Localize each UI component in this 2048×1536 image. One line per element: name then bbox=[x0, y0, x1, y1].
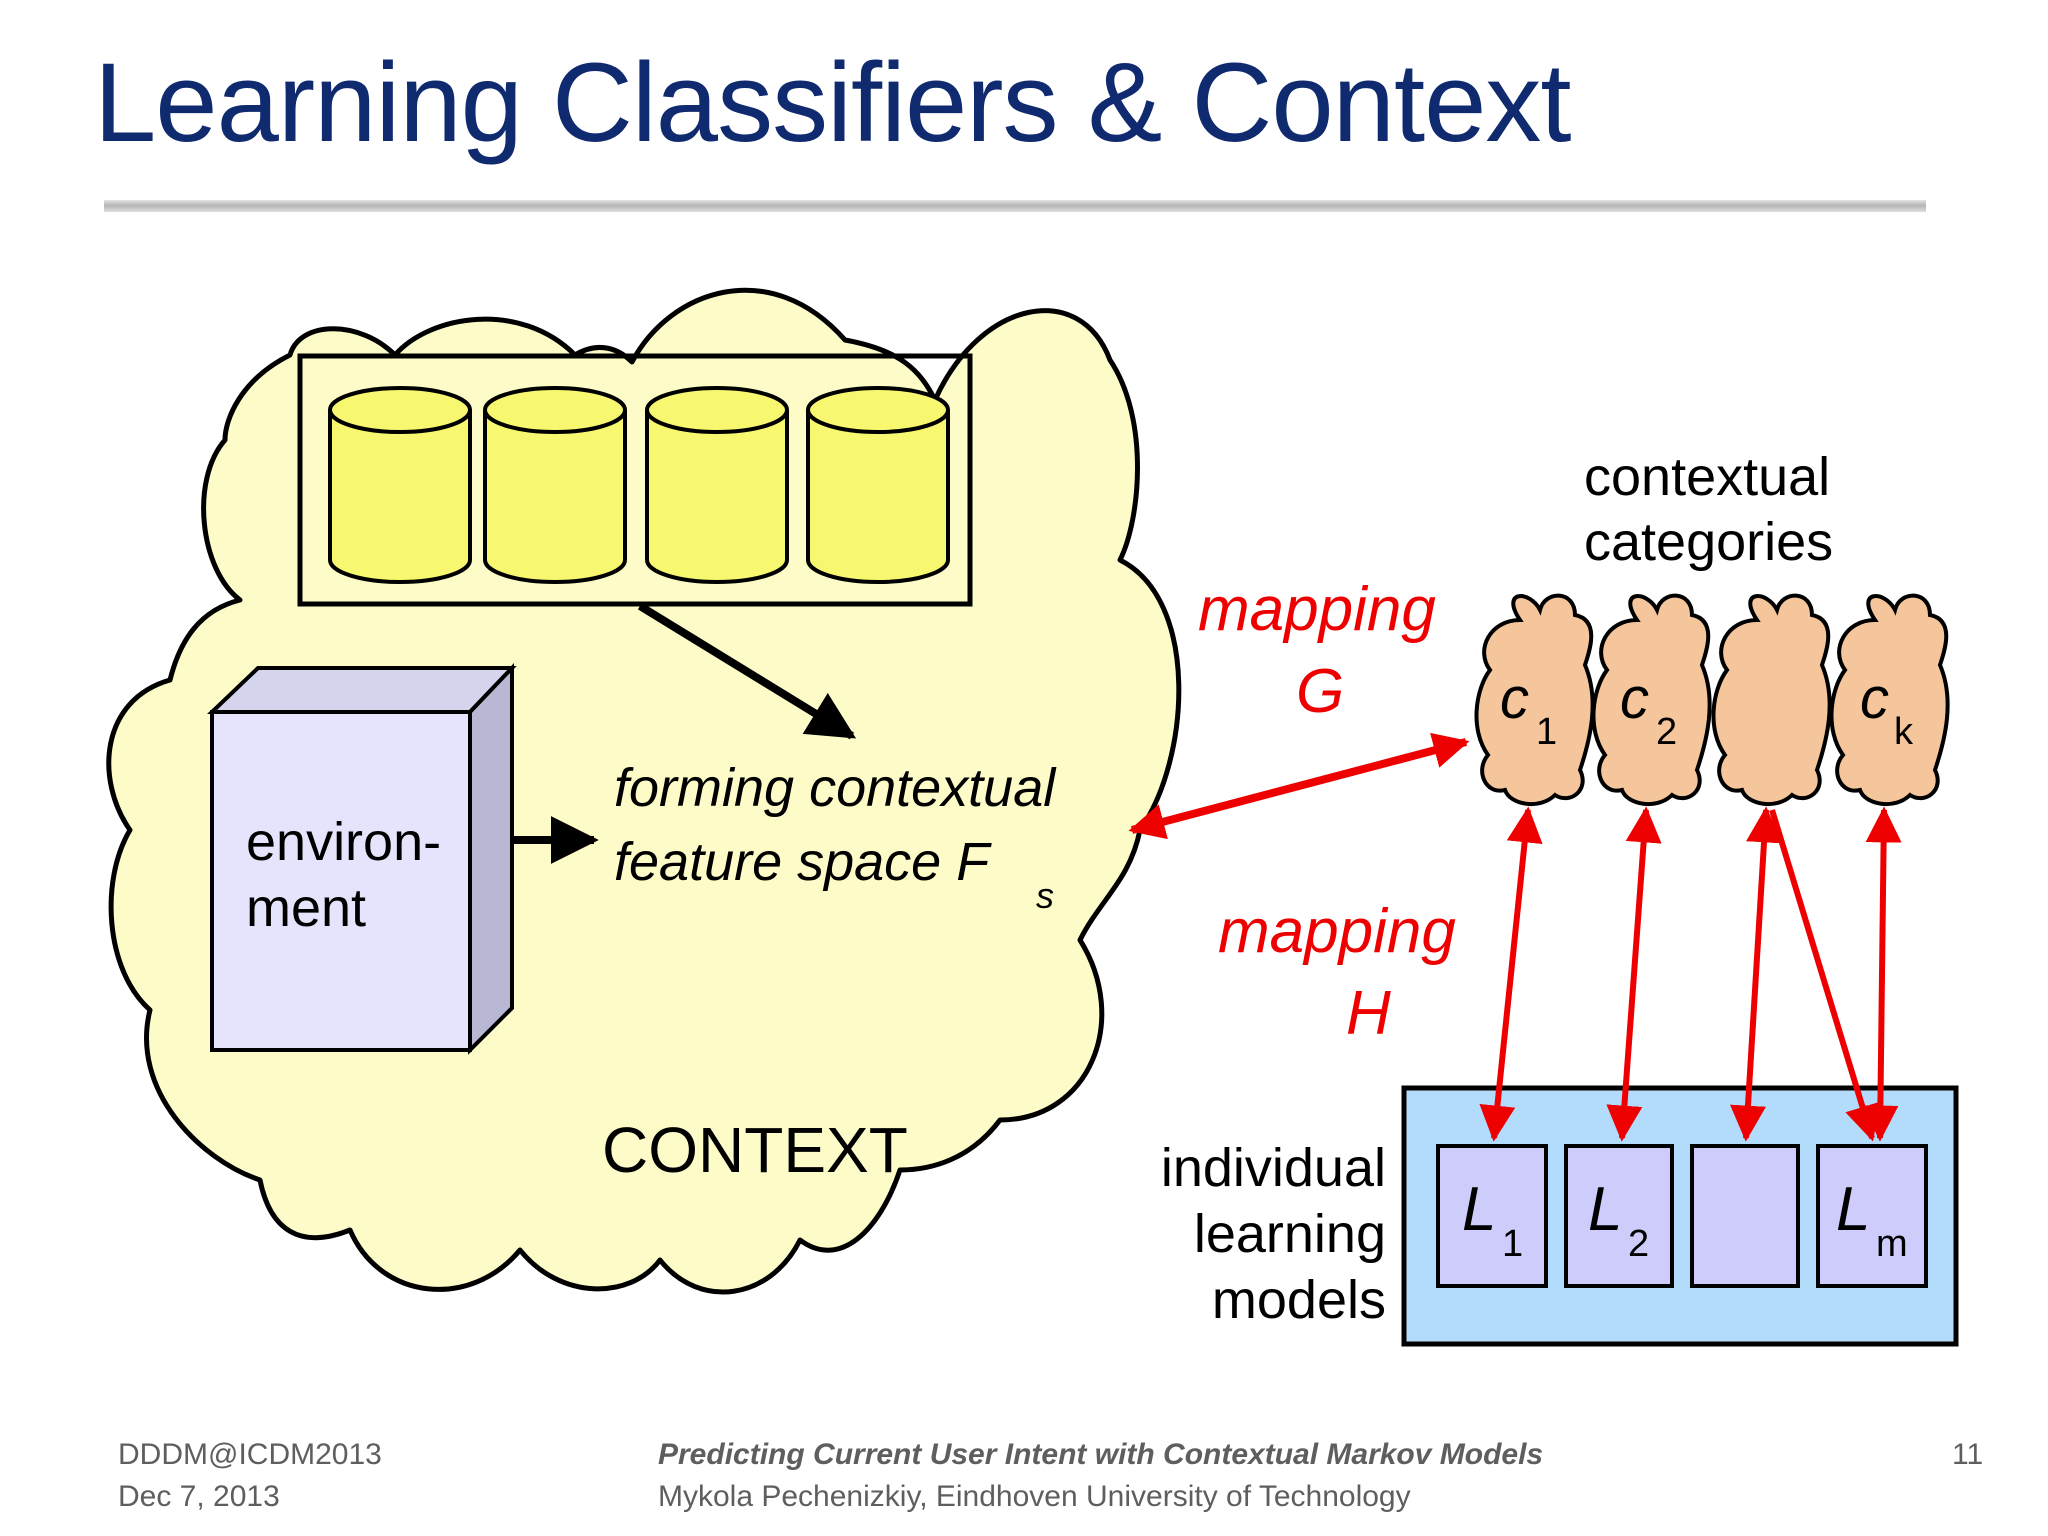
model-lm-subscript: m bbox=[1876, 1223, 1908, 1265]
environment-label: environ- bbox=[246, 812, 441, 872]
feature-space-subscript: s bbox=[1036, 875, 1054, 916]
feature-space-label: feature space F bbox=[614, 832, 992, 892]
database-icon bbox=[483, 386, 627, 584]
contextual-categories-label: contextual bbox=[1584, 447, 1830, 507]
footer-talk: Predicting Current User Intent with Cont… bbox=[658, 1434, 1543, 1518]
environment-box bbox=[207, 663, 517, 1055]
mapping-g-label: mapping bbox=[1198, 575, 1436, 644]
contextual-categories-label: categories bbox=[1584, 512, 1833, 572]
footer-event: DDDM@ICDM2013 Dec 7, 2013 bbox=[118, 1434, 382, 1518]
learning-models-label: learning bbox=[1194, 1204, 1386, 1264]
model-lm-label: L bbox=[1836, 1175, 1870, 1244]
data-to-feature-arrow bbox=[637, 602, 857, 740]
mapping-h-label: mapping bbox=[1218, 897, 1456, 966]
model-l2-subscript: 2 bbox=[1628, 1223, 1649, 1265]
category-c1-label: c bbox=[1500, 666, 1529, 731]
category-c1-subscript: 1 bbox=[1536, 711, 1557, 753]
database-icon bbox=[645, 386, 789, 584]
data-sources-panel bbox=[297, 353, 973, 607]
mapping-h-arrow bbox=[1769, 809, 1880, 1142]
model-l1-subscript: 1 bbox=[1502, 1223, 1523, 1265]
category-ck-label: c bbox=[1860, 666, 1889, 731]
category-cloud bbox=[1591, 593, 1712, 807]
model-l1-label: L bbox=[1462, 1175, 1496, 1244]
category-cloud bbox=[1474, 593, 1595, 807]
mapping-h-label: H bbox=[1346, 979, 1391, 1048]
mapping-g-arrow bbox=[1128, 732, 1470, 840]
model-box bbox=[1436, 1144, 1548, 1288]
mapping-h-arrow bbox=[1730, 806, 1782, 1142]
model-box bbox=[1564, 1144, 1674, 1288]
category-c2-label: c bbox=[1620, 666, 1649, 731]
footer-talk-title: Predicting Current User Intent with Cont… bbox=[658, 1438, 1544, 1471]
feature-space-label: forming contextual bbox=[614, 758, 1057, 818]
mapping-h-arrow bbox=[1479, 806, 1543, 1142]
category-cloud bbox=[1829, 593, 1950, 807]
mapping-g-label: G bbox=[1296, 657, 1344, 726]
learning-models-label: models bbox=[1212, 1270, 1386, 1330]
model-box bbox=[1690, 1144, 1800, 1288]
environment-label: ment bbox=[246, 878, 366, 938]
database-icon bbox=[328, 386, 472, 584]
title-divider bbox=[104, 200, 1926, 212]
footer-date: Dec 7, 2013 bbox=[118, 1480, 280, 1513]
mapping-h-arrow bbox=[1862, 806, 1902, 1142]
footer-author: Mykola Pechenizkiy, Eindhoven University… bbox=[658, 1480, 1411, 1513]
footer-conference: DDDM@ICDM2013 bbox=[118, 1438, 382, 1471]
database-icon bbox=[806, 386, 950, 584]
page-number: 11 bbox=[1952, 1438, 1984, 1471]
category-c2-subscript: 2 bbox=[1656, 711, 1677, 753]
model-box bbox=[1816, 1144, 1928, 1288]
context-label: CONTEXT bbox=[602, 1114, 908, 1186]
category-ck-subscript: k bbox=[1894, 711, 1914, 753]
model-l2-label: L bbox=[1588, 1175, 1622, 1244]
slide-title: Learning Classifiers & Context bbox=[94, 40, 1571, 165]
category-cloud bbox=[1711, 593, 1832, 807]
learning-models-label: individual bbox=[1161, 1138, 1386, 1198]
mapping-h-arrow bbox=[1606, 806, 1662, 1142]
